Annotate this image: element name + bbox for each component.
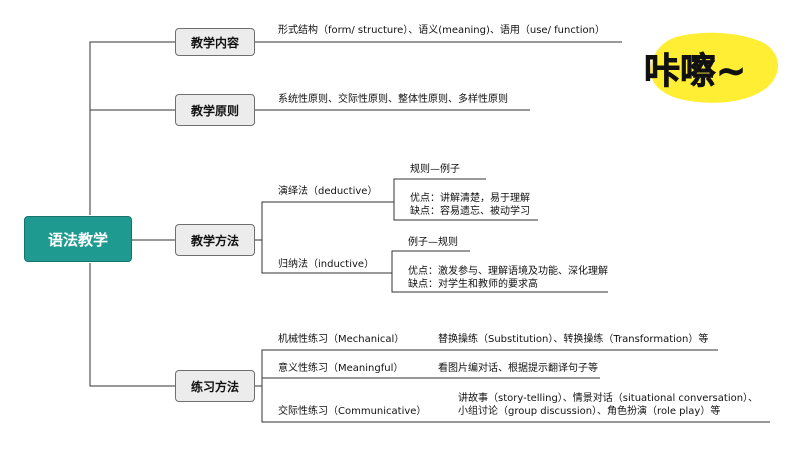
kacha-sticker: 咔嚓~ <box>644 32 779 103</box>
root-node[interactable]: 语法教学 <box>24 216 132 262</box>
sticker-text: 咔嚓~ <box>644 51 746 92</box>
practice-mechanical[interactable]: 机械性练习（Mechanical） <box>278 334 405 345</box>
deductive-pros: 优点：讲解清楚，易于理解 <box>410 193 530 204</box>
inductive-sequence: 例子—规则 <box>408 237 458 248</box>
root-label: 语法教学 <box>47 230 108 249</box>
practice-meaningful[interactable]: 意义性练习（Meaningful） <box>278 363 404 374</box>
method-inductive[interactable]: 归纳法（inductive） <box>278 259 375 270</box>
branch-teaching-principles[interactable]: 教学原则 <box>175 94 255 126</box>
branch-practice-methods[interactable]: 练习方法 <box>175 370 255 402</box>
branch-label: 教学内容 <box>190 35 239 50</box>
branch-teaching-methods[interactable]: 教学方法 <box>175 224 255 256</box>
deductive-cons: 缺点：容易遗忘、被动学习 <box>410 206 530 217</box>
principles-detail: 系统性原则、交际性原则、整体性原则、多样性原则 <box>278 94 508 105</box>
branch-label: 教学方法 <box>190 233 239 248</box>
communicative-detail-line1: 讲故事（story-telling）、情景对话（situational conv… <box>458 393 759 404</box>
inductive-pros: 优点：激发参与、理解语境及功能、深化理解 <box>408 266 608 277</box>
inductive-cons: 缺点：对学生和教师的要求高 <box>408 279 538 290</box>
practice-communicative[interactable]: 交际性练习（Communicative） <box>278 406 427 417</box>
mechanical-detail: 替换操练（Substitution）、转换操练（Transformation）等 <box>438 334 709 345</box>
branch-label: 教学原则 <box>190 103 239 118</box>
deductive-sequence: 规则—例子 <box>410 164 460 175</box>
branch-label: 练习方法 <box>190 379 239 394</box>
method-deductive[interactable]: 演绎法（deductive） <box>278 186 378 197</box>
content-detail: 形式结构（form/ structure）、语义(meaning)、语用（use… <box>278 25 605 36</box>
branch-teaching-content[interactable]: 教学内容 <box>175 28 255 56</box>
meaningful-detail: 看图片编对话、根据提示翻译句子等 <box>438 363 598 374</box>
communicative-detail-line2: 小组讨论（group discussion）、角色扮演（role play）等 <box>458 406 721 417</box>
